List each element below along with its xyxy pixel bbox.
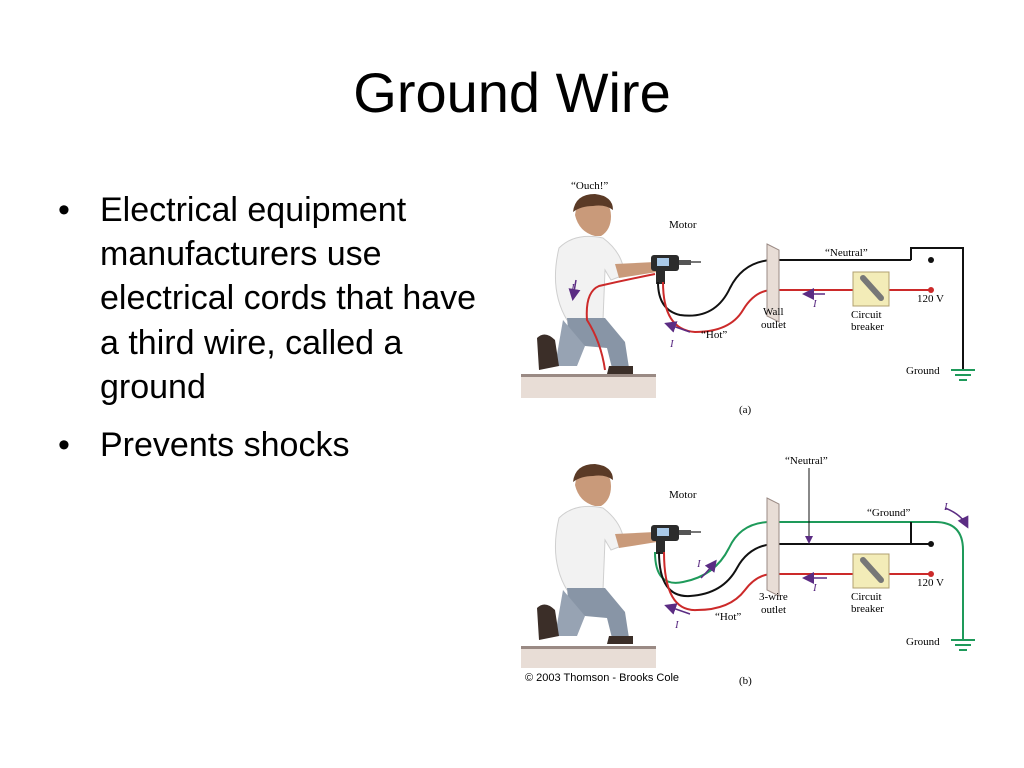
ouch-label: “Ouch!” — [571, 180, 608, 192]
man-figure-b — [537, 464, 657, 644]
circuit-breaker-a — [852, 271, 890, 307]
slide-title: Ground Wire — [353, 61, 671, 124]
current-symbol-a2: I — [812, 298, 818, 310]
current-arrow-cord-a — [664, 321, 691, 333]
breaker-label-b: breaker — [851, 603, 884, 615]
bullet-list: • Electrical equipment manufacturers use… — [58, 188, 488, 481]
neutral-label-b: “Neutral” — [785, 455, 828, 467]
current-symbol-a1: I — [570, 282, 576, 294]
current-arrow-return-b — [944, 507, 969, 529]
ground-wire-b — [654, 521, 964, 640]
current-symbol-b3: I — [812, 582, 818, 594]
floor-edge-b — [521, 646, 656, 649]
current-symbol-a3: I — [669, 338, 675, 350]
floor-edge-a — [521, 374, 656, 377]
ground-wire-label-b: “Ground” — [867, 507, 910, 519]
neutral-label-a: “Neutral” — [825, 247, 868, 259]
hot-wire-b — [663, 551, 931, 612]
bullet-item: • Electrical equipment manufacturers use… — [58, 188, 488, 409]
neutral-terminal-b — [928, 541, 934, 547]
ground-label-b: Ground — [906, 636, 940, 648]
ground-wire-figure: “Ouch!” Motor “Neutral” Wall outlet Circ… — [515, 170, 985, 700]
current-arrow-ground-b — [700, 559, 717, 579]
hot-label-a: “Hot” — [701, 329, 727, 341]
ground-symbol-a — [951, 369, 975, 381]
floor-a — [521, 376, 656, 398]
voltage-label-b: 120 V — [917, 577, 944, 589]
panel-a: “Ouch!” Motor “Neutral” Wall outlet Circ… — [521, 180, 975, 416]
panel-label-a: (a) — [739, 404, 752, 416]
breaker-switch-b — [860, 557, 884, 583]
hot-terminal-a — [928, 287, 934, 293]
wall-outlet-a — [766, 243, 780, 323]
current-symbol-b4: I — [674, 619, 680, 631]
three-wire-outlet-b — [766, 497, 780, 597]
outlet-label-a: outlet — [761, 319, 786, 331]
hot-wire-a — [662, 281, 931, 334]
hot-terminal-b — [928, 571, 934, 577]
ground-label-a: Ground — [906, 365, 940, 377]
bullet-item: • Prevents shocks — [58, 423, 488, 467]
drill-b — [651, 525, 701, 554]
outlet-label-b: outlet — [761, 604, 786, 616]
circuit-label-b: Circuit — [851, 591, 882, 603]
circuit-label-a: Circuit — [851, 309, 882, 321]
breaker-switch-a — [860, 275, 884, 301]
body-current-path-a — [585, 273, 656, 371]
bullet-dot: • — [58, 425, 70, 464]
hot-label-b: “Hot” — [715, 611, 741, 623]
current-symbol-b1: I — [696, 558, 702, 570]
panel-label-b: (b) — [739, 675, 752, 687]
bullet-dot: • — [58, 191, 70, 229]
neutral-wire-b — [658, 543, 931, 598]
copyright-text: © 2003 Thomson - Brooks Cole — [525, 672, 679, 684]
three-wire-label-b: 3-wire — [759, 591, 788, 603]
man-figure-a — [537, 194, 657, 374]
drill-a — [651, 255, 701, 284]
panel-b: “Neutral” Motor “Ground” 3-wire outlet C… — [521, 455, 975, 687]
figure-svg: “Ouch!” Motor “Neutral” Wall outlet Circ… — [521, 180, 975, 687]
current-symbol-b2: I — [943, 501, 949, 513]
motor-label-a: Motor — [669, 219, 697, 231]
wall-label-a: Wall — [763, 306, 784, 318]
current-arrow-cord-b — [664, 603, 691, 615]
floor-b — [521, 648, 656, 668]
breaker-label-a: breaker — [851, 321, 884, 333]
motor-label-b: Motor — [669, 489, 697, 501]
voltage-label-a: 120 V — [917, 293, 944, 305]
ground-symbol-b — [951, 639, 975, 651]
current-arrow-body-a — [568, 279, 581, 301]
bullet-text: Electrical equipment manufacturers use e… — [100, 191, 477, 406]
bullet-text: Prevents shocks — [100, 425, 350, 464]
neutral-return-a — [910, 247, 964, 370]
neutral-terminal-a — [928, 257, 934, 263]
